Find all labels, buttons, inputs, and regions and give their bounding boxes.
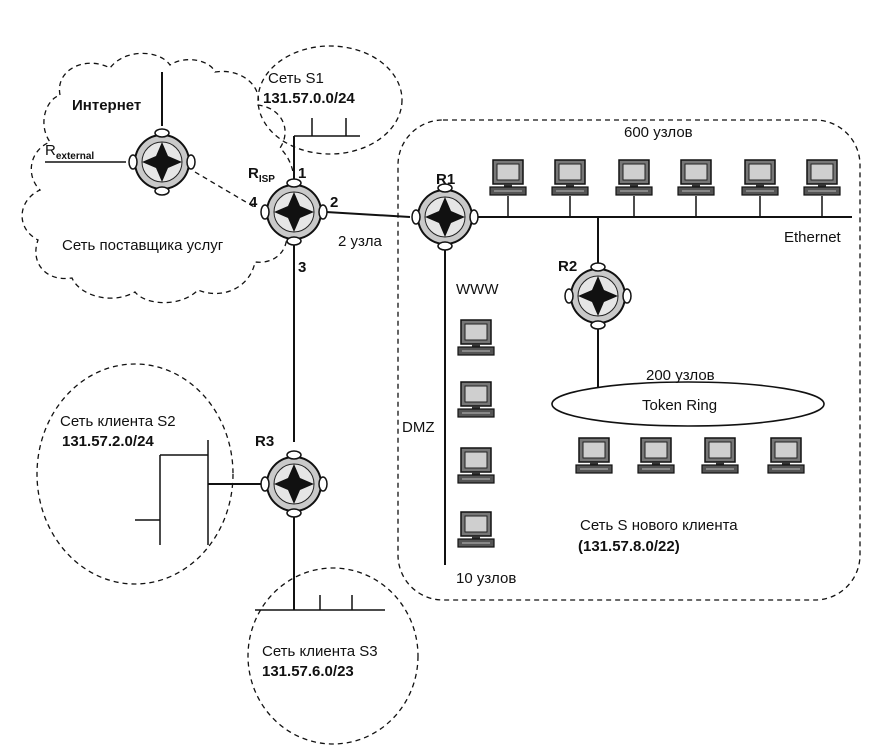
port-3-label: 3 [298, 259, 306, 276]
s1-boundary [257, 45, 403, 155]
computer-icon [489, 159, 527, 196]
internet-to-risp-link [194, 171, 257, 209]
s2-addr-label: 131.57.2.0/24 [62, 433, 154, 450]
computer-icon [457, 511, 495, 548]
risp-label: RISP [248, 165, 275, 185]
computer-icon [457, 447, 495, 484]
token-ring-label: Token Ring [642, 397, 717, 414]
computer-icon [741, 159, 779, 196]
new-client-boundary [397, 119, 861, 601]
s3-addr-label: 131.57.6.0/23 [262, 663, 354, 680]
s1-addr-label: 131.57.0.0/24 [263, 90, 355, 107]
isp-network-label: Сеть поставщика услуг [62, 237, 224, 254]
two-nodes-label: 2 узла [338, 233, 382, 250]
port-4-label: 4 [249, 194, 258, 211]
new-client-name-label: Сеть S нового клиента [580, 517, 738, 534]
www-label: WWW [456, 281, 499, 298]
computer-icon [767, 437, 805, 474]
s3-name-label: Сеть клиента S3 [262, 643, 378, 660]
computer-icon [457, 319, 495, 356]
r2-label: R2 [558, 258, 577, 275]
computer-icon [637, 437, 675, 474]
dmz-label: DMZ [402, 419, 435, 436]
ethernet-label: Ethernet [784, 229, 842, 246]
new-client-addr-label: (131.57.8.0/22) [578, 538, 680, 555]
risp-to-r1-wire [325, 211, 411, 218]
dmz-count-label: 10 узлов [456, 570, 516, 587]
port-1-label: 1 [298, 165, 306, 182]
router-icon [260, 450, 328, 518]
computer-icon [575, 437, 613, 474]
computer-icon [677, 159, 715, 196]
port-2-label: 2 [330, 194, 338, 211]
token-ring-count-label: 200 узлов [646, 367, 715, 384]
s3-boundary [247, 567, 419, 745]
internet-label: Интернет [72, 97, 141, 114]
router-icon [411, 183, 479, 251]
s2-name-label: Сеть клиента S2 [60, 413, 176, 430]
r-external-label: Rexternal [45, 142, 94, 162]
computer-icon [615, 159, 653, 196]
computer-icon [701, 437, 739, 474]
s2-boundary [36, 363, 234, 585]
computer-icon [457, 381, 495, 418]
computer-icon [551, 159, 589, 196]
r1-label: R1 [436, 171, 455, 188]
token-ring [551, 381, 825, 427]
r3-label: R3 [255, 433, 274, 450]
ethernet-count-label: 600 узлов [624, 124, 693, 141]
s1-name-label: Сеть S1 [268, 70, 324, 87]
computer-icon [803, 159, 841, 196]
